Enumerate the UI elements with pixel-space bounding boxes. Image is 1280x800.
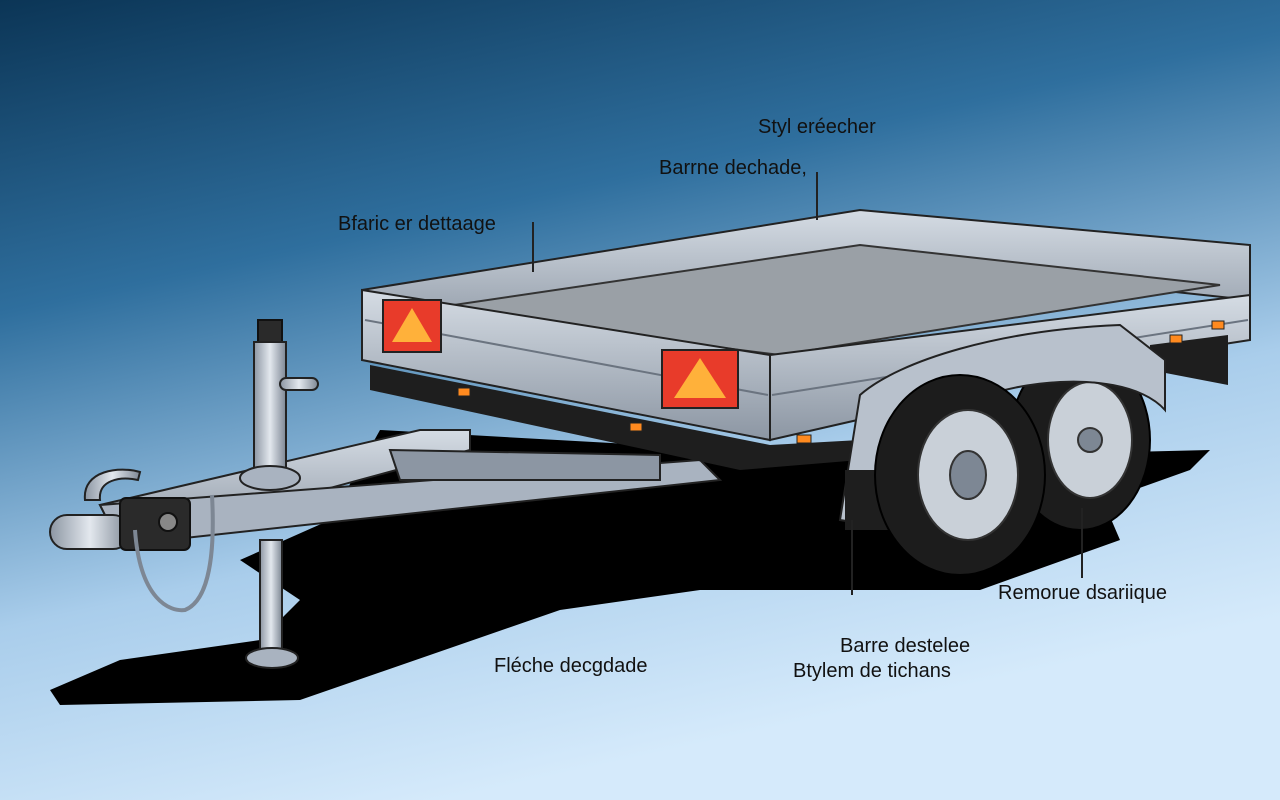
label-upper-left: Bfaric er dettaage — [338, 213, 496, 235]
label-bottom-right-1: Barre destelee — [840, 635, 971, 657]
tandem-wheel-front — [874, 374, 1046, 576]
jockey-wheel — [239, 319, 319, 669]
label-bottom-right-2: Btylem de tichans — [793, 660, 951, 682]
label-bottom-center: Fléche decgdade — [494, 655, 648, 677]
label-upper-middle: Barrne dechade, — [659, 157, 807, 179]
tail-lights — [382, 299, 739, 409]
label-top: Styl eréecher — [758, 116, 876, 138]
leader-lines — [532, 172, 1083, 595]
label-right-wheel: Remorue dsariique — [998, 582, 1167, 604]
safety-chain — [133, 494, 215, 613]
